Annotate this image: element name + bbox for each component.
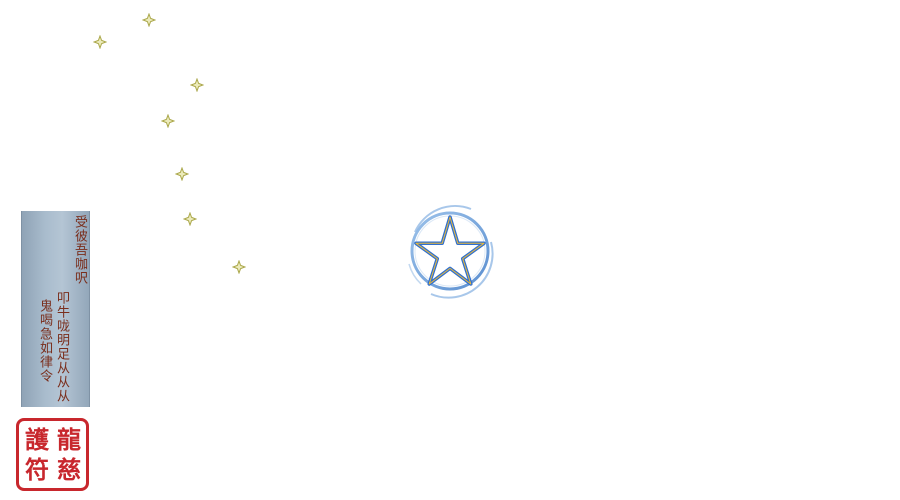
sparkle-star-icon[interactable] xyxy=(142,13,156,27)
sparkle-star-icon[interactable] xyxy=(183,212,197,226)
seal-char: 慈 xyxy=(57,455,81,484)
sparkle-star-icon[interactable] xyxy=(190,78,204,92)
sparkle-star-icon[interactable] xyxy=(175,167,189,181)
talisman-text: 叩牛咙明足从从从 xyxy=(54,291,69,403)
talisman-text: 受彼吾咖呎 xyxy=(72,215,87,285)
sparkle-star-icon[interactable] xyxy=(161,114,175,128)
seal-char: 龍 xyxy=(57,425,81,454)
seal-char: 護 xyxy=(25,425,49,454)
talisman-text: 鬼喝急如律令 xyxy=(37,299,52,383)
seal-stamp: 龍 慈 護 符 xyxy=(16,418,89,491)
pentagram-icon[interactable] xyxy=(401,202,499,300)
talisman-card[interactable]: 受彼吾咖呎 叩牛咙明足从从从 鬼喝急如律令 xyxy=(21,211,90,407)
sparkle-star-icon[interactable] xyxy=(93,35,107,49)
seal-char: 符 xyxy=(25,455,49,484)
sparkle-star-icon[interactable] xyxy=(232,260,246,274)
